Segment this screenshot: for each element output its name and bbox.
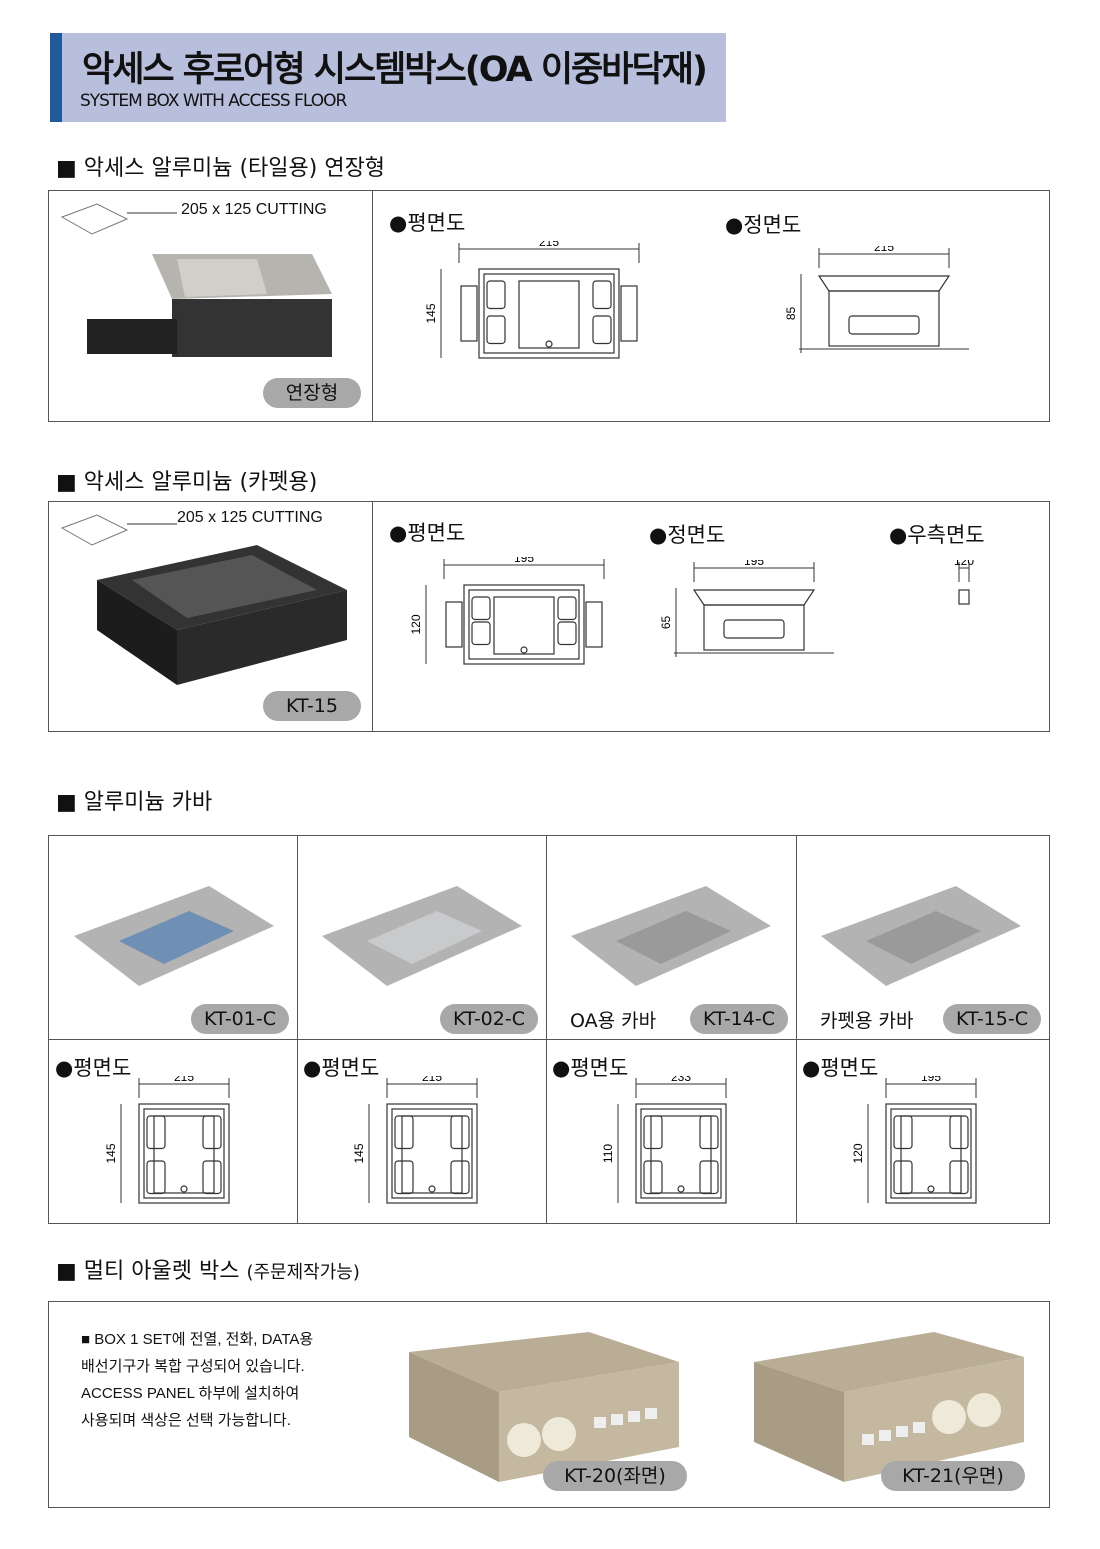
height-dimension: 120 bbox=[409, 614, 423, 634]
drawing-svg: 195 120 bbox=[851, 1070, 977, 1204]
drawing-svg: 215 145 bbox=[104, 1070, 230, 1204]
covers-grid: KT-01-C ●평면도 215 145 KT-02-C ●평면도 215 145 KT-14-… bbox=[48, 835, 1050, 1224]
description-line: ACCESS PANEL 하부에 설치하여 bbox=[81, 1385, 300, 1402]
height-dimension: 120 bbox=[851, 1143, 865, 1163]
cover-photo bbox=[821, 886, 1021, 986]
outlet-box-panel: ■ BOX 1 SET에 전열, 전화, DATA용 배선기구가 복합 구성되어… bbox=[48, 1301, 1050, 1508]
height-dimension: 145 bbox=[424, 303, 438, 323]
section-heading-covers: ■ 알루미늄 카바 bbox=[56, 790, 213, 815]
height-dimension: 145 bbox=[104, 1143, 118, 1163]
plan-view-drawing: 195 120 bbox=[404, 551, 644, 676]
side-view-drawing: 120 bbox=[919, 554, 1009, 669]
page-subtitle: SYSTEM BOX WITH ACCESS FLOOR bbox=[80, 91, 347, 111]
divider bbox=[796, 836, 797, 1223]
model-badge: 연장형 bbox=[263, 378, 361, 408]
product-photo-kt21 bbox=[754, 1332, 1024, 1482]
description: ■ BOX 1 SET에 전열, 전화, DATA용 배선기구가 복합 구성되어… bbox=[81, 1326, 313, 1434]
divider bbox=[372, 502, 373, 731]
cutting-size-label: 205 x 125 CUTTING bbox=[177, 509, 323, 526]
cover-photo bbox=[322, 886, 522, 986]
width-dimension: 215 bbox=[422, 1076, 442, 1084]
drawing-svg: 195 65 bbox=[659, 554, 834, 657]
model-badge: KT-14-C bbox=[690, 1004, 788, 1034]
heading-note: (주문제작가능) bbox=[246, 1262, 360, 1283]
divider bbox=[372, 191, 373, 421]
height-dimension: 85 bbox=[784, 307, 798, 321]
cover-plan-drawing: 215 145 bbox=[99, 1070, 269, 1215]
front-view-drawing: 195 65 bbox=[654, 554, 854, 669]
page-title: 악세스 후로어형 시스템박스(OA 이중바닥재) bbox=[82, 50, 708, 90]
width-dimension: 215 bbox=[174, 1076, 194, 1084]
product-photo-kt20 bbox=[409, 1332, 679, 1482]
description-line: 사용되며 색상은 선택 가능합니다. bbox=[81, 1412, 291, 1429]
model-badge: KT-15-C bbox=[943, 1004, 1041, 1034]
row-divider bbox=[49, 1039, 1049, 1040]
cover-plan-drawing: 215 145 bbox=[347, 1070, 517, 1215]
section-heading-outlet: ■ 멀티 아울렛 박스 (주문제작가능) bbox=[56, 1253, 360, 1285]
model-badge: KT-21(우면) bbox=[881, 1461, 1025, 1491]
carpet-panel: 205 x 125 CUTTING KT-15 ●평면도 ●정면도 ●우측면도 … bbox=[48, 501, 1050, 732]
description-line: 배선기구가 복합 구성되어 있습니다. bbox=[81, 1358, 305, 1375]
front-view-drawing: 215 85 bbox=[779, 240, 989, 365]
width-dimension: 215 bbox=[874, 246, 894, 254]
cover-caption: 카펫용 카바 bbox=[820, 1010, 914, 1032]
width-dimension: 195 bbox=[744, 560, 764, 568]
plan-view-drawing: 215 145 bbox=[419, 235, 679, 370]
divider bbox=[546, 836, 547, 1223]
cover-photo bbox=[571, 886, 771, 986]
heading-text: ■ 멀티 아울렛 박스 bbox=[56, 1259, 240, 1284]
product-photo-kt15 bbox=[60, 514, 347, 685]
cover-plan-drawing: 233 110 bbox=[596, 1070, 766, 1215]
tile-extension-panel: 205 x 125 CUTTING 연장형 ●평면도 ●정면도 215 145 2… bbox=[48, 190, 1050, 422]
plan-view-label: ●평면도 bbox=[389, 211, 466, 235]
drawing-svg: 233 110 bbox=[601, 1070, 727, 1204]
divider bbox=[297, 836, 298, 1223]
banner-accent-bar bbox=[50, 33, 62, 122]
cover-plan-drawing: 195 120 bbox=[846, 1070, 1016, 1215]
front-view-label: ●정면도 bbox=[725, 213, 802, 237]
side-view-label: ●우측면도 bbox=[889, 523, 985, 547]
cutting-size-label: 205 x 125 CUTTING bbox=[181, 201, 327, 218]
model-badge: KT-01-C bbox=[191, 1004, 289, 1034]
width-dimension: 195 bbox=[514, 557, 534, 565]
cover-photo bbox=[74, 886, 274, 986]
width-dimension: 233 bbox=[671, 1076, 691, 1084]
height-dimension: 110 bbox=[601, 1144, 615, 1163]
product-photo-extension bbox=[60, 203, 332, 357]
title-banner: 악세스 후로어형 시스템박스(OA 이중바닥재) SYSTEM BOX WITH… bbox=[50, 33, 726, 122]
height-dimension: 145 bbox=[352, 1143, 366, 1163]
plan-view-label: ●평면도 bbox=[389, 521, 466, 545]
plan-view-label: ●평면도 bbox=[802, 1056, 879, 1080]
height-dimension: 65 bbox=[659, 616, 673, 630]
front-view-label: ●정면도 bbox=[649, 523, 726, 547]
section-heading-carpet: ■ 악세스 알루미늄 (카펫용) bbox=[56, 470, 318, 495]
drawing-svg: 120 bbox=[954, 554, 974, 605]
section-heading-tile: ■ 악세스 알루미늄 (타일용) 연장형 bbox=[56, 156, 386, 181]
description-line: ■ BOX 1 SET에 전열, 전화, DATA용 bbox=[81, 1331, 314, 1348]
drawing-svg: 215 145 bbox=[352, 1070, 478, 1204]
cover-caption: OA용 카바 bbox=[570, 1010, 657, 1032]
width-dimension: 120 bbox=[954, 560, 974, 568]
drawing-svg: 195 120 bbox=[409, 551, 605, 665]
width-dimension: 215 bbox=[539, 241, 559, 249]
plan-view-label: ●평면도 bbox=[552, 1056, 629, 1080]
width-dimension: 195 bbox=[921, 1076, 941, 1084]
model-badge: KT-02-C bbox=[440, 1004, 538, 1034]
plan-view-label: ●평면도 bbox=[303, 1056, 380, 1080]
drawing-svg: 215 85 bbox=[784, 240, 969, 353]
plan-view-label: ●평면도 bbox=[55, 1056, 132, 1080]
model-badge: KT-20(좌면) bbox=[543, 1461, 687, 1491]
model-badge: KT-15 bbox=[263, 691, 361, 721]
drawing-svg: 215 145 bbox=[424, 235, 640, 359]
